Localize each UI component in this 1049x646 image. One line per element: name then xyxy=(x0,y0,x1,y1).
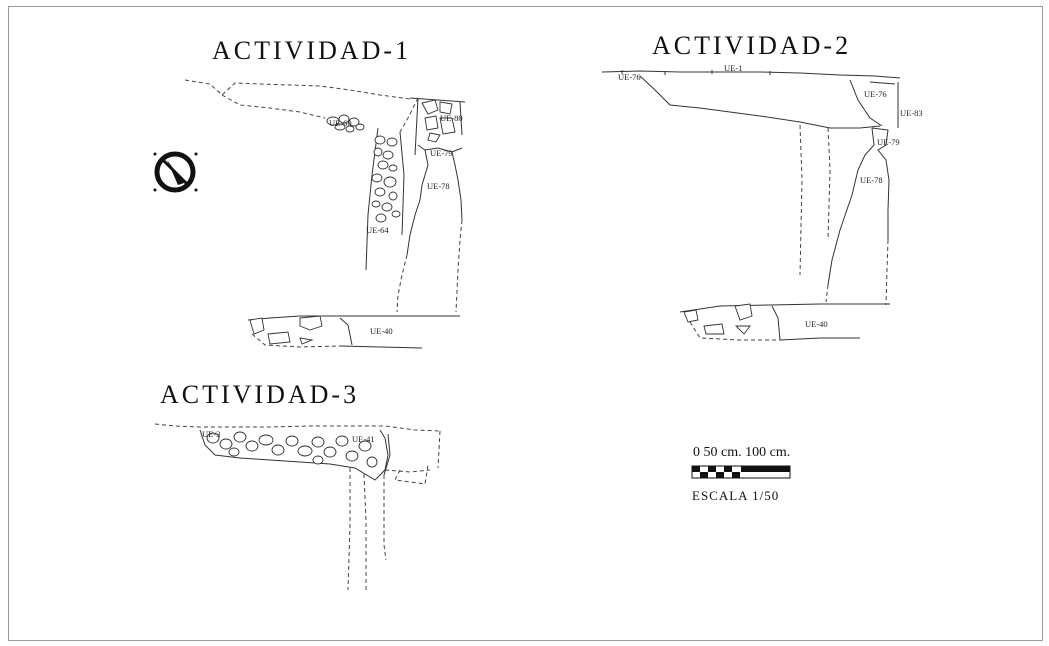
label-ue-79: UE-79 xyxy=(430,148,453,158)
label-ue-78: UE-78 xyxy=(860,175,883,185)
label-ue-3: UE-3 xyxy=(202,429,220,439)
scale-caption: ESCALA 1/50 xyxy=(692,488,779,503)
label-ue-78: UE-78 xyxy=(427,181,450,191)
label-ue-76: UE-76 xyxy=(864,89,887,99)
label-ue-83: UE-83 xyxy=(900,108,923,118)
scale-ticks: 0 50 cm. 100 cm. xyxy=(693,445,790,460)
activity-3-title: ACTIVIDAD-3 xyxy=(160,380,359,409)
label-ue-60: UE-60 xyxy=(329,118,352,128)
label-ue-41: UE-41 xyxy=(352,434,375,444)
activity-2-section: ACTIVIDAD-2 UE-76 UE-1 UE-76 UE-83 UE-79… xyxy=(601,31,923,341)
activity-2-title: ACTIVIDAD-2 xyxy=(652,31,851,60)
label-ue-40: UE-40 xyxy=(805,319,828,329)
figure-frame xyxy=(8,6,1043,641)
activity-1-title: ACTIVIDAD-1 xyxy=(212,36,411,65)
activity-3-section: ACTIVIDAD-3 UE-41 xyxy=(154,380,441,591)
label-ue-76-top: UE-76 xyxy=(618,72,641,82)
label-ue-64: UE-64 xyxy=(366,225,389,235)
stones-ue-64 xyxy=(371,135,401,223)
scale-bar: 0 50 cm. 100 cm. ESCALA 1/50 xyxy=(691,445,791,503)
label-ue-79: UE-79 xyxy=(877,137,900,147)
compass-arrow-icon xyxy=(153,151,198,193)
label-ue-40: UE-40 xyxy=(370,326,393,336)
stones-ue-80 xyxy=(421,99,456,143)
activity-1-section: ACTIVIDAD-1 xyxy=(153,36,466,349)
label-ue-1: UE-1 xyxy=(724,63,742,73)
stones-ue-3-ue-41 xyxy=(206,431,378,468)
stones-ue-60 xyxy=(326,114,365,133)
label-ue-80: UE-80 xyxy=(440,113,463,123)
